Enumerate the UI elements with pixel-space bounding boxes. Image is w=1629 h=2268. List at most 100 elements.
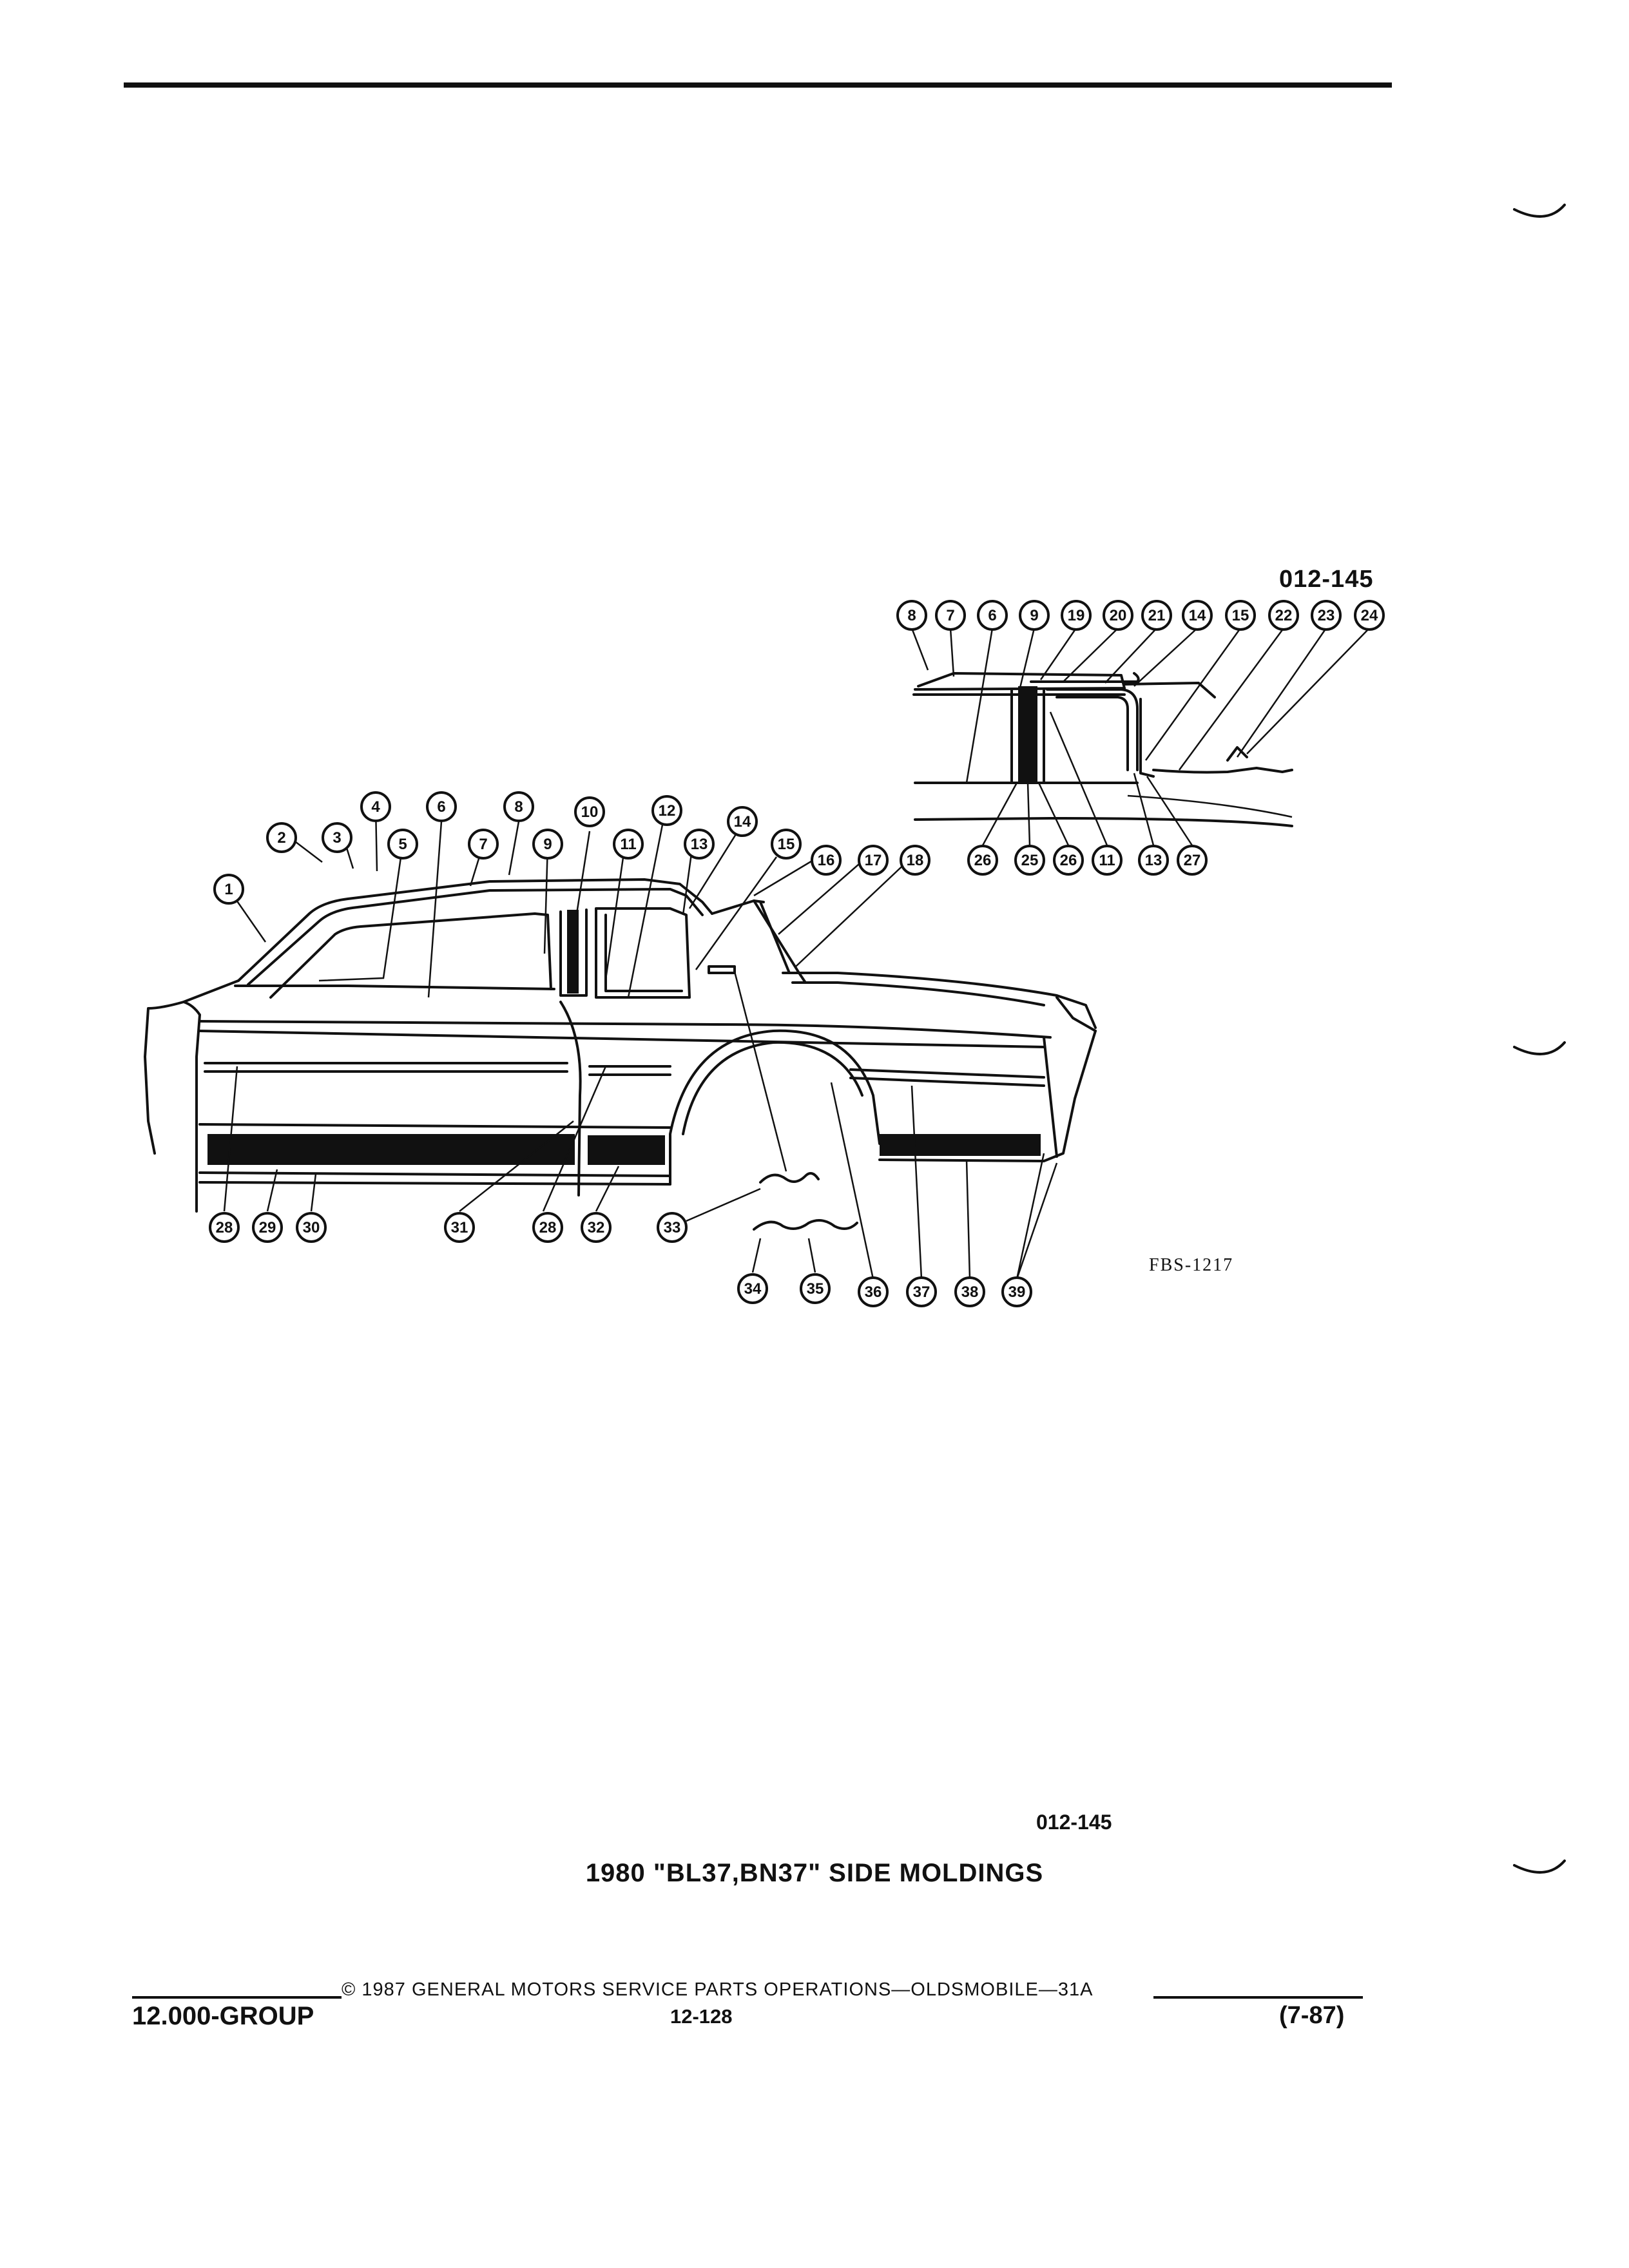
svg-text:7: 7 bbox=[946, 607, 954, 624]
svg-text:24: 24 bbox=[1361, 607, 1378, 624]
svg-text:36: 36 bbox=[865, 1283, 882, 1301]
page-title: 1980 "BL37,BN37" SIDE MOLDINGS bbox=[585, 1859, 1044, 1887]
footer-group: 12.000-GROUP bbox=[132, 2002, 314, 2030]
callout-13: 13 bbox=[1138, 845, 1169, 876]
footer-date: (7-87) bbox=[1279, 2002, 1345, 2029]
callout-22: 22 bbox=[1268, 600, 1299, 631]
quarter-lower-molding bbox=[880, 1134, 1041, 1156]
svg-text:15: 15 bbox=[778, 836, 795, 853]
svg-text:38: 38 bbox=[961, 1283, 979, 1301]
svg-text:17: 17 bbox=[865, 852, 882, 869]
svg-text:15: 15 bbox=[1232, 607, 1249, 624]
callout-14: 14 bbox=[1182, 600, 1213, 631]
callout-26: 26 bbox=[967, 845, 998, 876]
rocker-molding-front bbox=[207, 1134, 575, 1165]
callout-10: 10 bbox=[574, 796, 605, 827]
callout-38: 38 bbox=[954, 1276, 985, 1307]
door-handle bbox=[708, 965, 736, 974]
svg-text:37: 37 bbox=[913, 1283, 930, 1301]
callout-6: 6 bbox=[977, 600, 1008, 631]
svg-text:2: 2 bbox=[277, 829, 285, 847]
svg-text:10: 10 bbox=[581, 803, 599, 821]
callout-24: 24 bbox=[1354, 600, 1385, 631]
svg-text:39: 39 bbox=[1008, 1283, 1026, 1301]
callout-16: 16 bbox=[811, 845, 842, 876]
svg-text:7: 7 bbox=[479, 836, 487, 853]
callout-4: 4 bbox=[360, 791, 391, 822]
callout-8: 8 bbox=[896, 600, 927, 631]
svg-text:8: 8 bbox=[514, 798, 523, 816]
callout-17: 17 bbox=[858, 845, 889, 876]
top-rule bbox=[124, 82, 1392, 88]
svg-text:12: 12 bbox=[659, 802, 676, 820]
callout-26b: 26 bbox=[1053, 845, 1084, 876]
svg-text:16: 16 bbox=[818, 852, 835, 869]
svg-text:9: 9 bbox=[1030, 607, 1038, 624]
inset-callouts-bottom: 26 25 26 11 13 27 bbox=[967, 845, 1208, 876]
inset-pillar-molding bbox=[1018, 686, 1037, 782]
footer-rule-right bbox=[1153, 1996, 1363, 1999]
svg-text:30: 30 bbox=[303, 1219, 320, 1236]
b-pillar-molding bbox=[567, 910, 579, 994]
inset-detail bbox=[912, 672, 1293, 827]
svg-text:11: 11 bbox=[1099, 852, 1115, 869]
callout-39: 39 bbox=[1001, 1276, 1032, 1307]
callout-5: 5 bbox=[387, 829, 418, 860]
callout-25: 25 bbox=[1014, 845, 1045, 876]
svg-text:26: 26 bbox=[1060, 852, 1077, 869]
svg-text:13: 13 bbox=[691, 836, 708, 853]
callout-30: 30 bbox=[296, 1212, 327, 1243]
callout-29: 29 bbox=[252, 1212, 283, 1243]
svg-text:4: 4 bbox=[371, 798, 380, 816]
callout-23: 23 bbox=[1311, 600, 1342, 631]
figure-code: FBS-1217 bbox=[1149, 1255, 1234, 1275]
callout-9: 9 bbox=[532, 829, 563, 860]
callout-21: 21 bbox=[1141, 600, 1172, 631]
svg-text:22: 22 bbox=[1275, 607, 1293, 624]
car-side-view bbox=[144, 878, 1097, 1231]
callout-28b: 28 bbox=[532, 1212, 563, 1243]
svg-text:23: 23 bbox=[1318, 607, 1335, 624]
svg-text:13: 13 bbox=[1145, 852, 1162, 869]
rocker-molding-rear bbox=[588, 1135, 665, 1165]
callout-37: 37 bbox=[906, 1276, 937, 1307]
svg-text:6: 6 bbox=[988, 607, 996, 624]
callout-7: 7 bbox=[935, 600, 966, 631]
svg-text:18: 18 bbox=[907, 852, 924, 869]
callout-11: 11 bbox=[1092, 845, 1123, 876]
svg-text:8: 8 bbox=[907, 607, 916, 624]
svg-text:6: 6 bbox=[437, 798, 445, 816]
footer-page-number: 12-128 bbox=[670, 2005, 733, 2028]
svg-text:14: 14 bbox=[1189, 607, 1206, 624]
svg-text:27: 27 bbox=[1184, 852, 1201, 869]
ref-code-bottom: 012-145 bbox=[1036, 1811, 1112, 1834]
svg-text:20: 20 bbox=[1110, 607, 1127, 624]
callout-14: 14 bbox=[727, 806, 758, 837]
callout-28: 28 bbox=[209, 1212, 240, 1243]
svg-text:1: 1 bbox=[224, 881, 233, 898]
footer-copyright: © 1987 GENERAL MOTORS SERVICE PARTS OPER… bbox=[342, 1979, 1094, 2000]
svg-text:28: 28 bbox=[539, 1219, 557, 1236]
svg-text:34: 34 bbox=[744, 1280, 762, 1298]
svg-text:21: 21 bbox=[1148, 607, 1166, 624]
callout-36: 36 bbox=[858, 1276, 889, 1307]
inset-leader-lines bbox=[911, 628, 1370, 846]
emblem-script-large bbox=[753, 1219, 858, 1231]
callout-6: 6 bbox=[426, 791, 457, 822]
svg-text:9: 9 bbox=[543, 836, 552, 853]
callout-33: 33 bbox=[657, 1212, 688, 1243]
footer-rule-left bbox=[132, 1996, 342, 1999]
svg-text:29: 29 bbox=[259, 1219, 276, 1236]
svg-text:26: 26 bbox=[974, 852, 992, 869]
emblem-script-small bbox=[759, 1172, 820, 1184]
svg-text:35: 35 bbox=[807, 1280, 824, 1298]
main-callouts-bottom: 28 29 30 31 28 32 33 34 35 36 37 38 39 bbox=[209, 1212, 1032, 1307]
callout-18: 18 bbox=[900, 845, 930, 876]
callout-12: 12 bbox=[651, 795, 682, 826]
svg-text:25: 25 bbox=[1021, 852, 1039, 869]
svg-text:3: 3 bbox=[333, 829, 341, 847]
svg-text:19: 19 bbox=[1068, 607, 1085, 624]
main-callouts-top: 1 2 3 4 5 6 7 8 9 10 11 12 13 14 15 16 1… bbox=[213, 791, 930, 905]
callout-32: 32 bbox=[581, 1212, 612, 1243]
svg-text:31: 31 bbox=[451, 1219, 468, 1236]
